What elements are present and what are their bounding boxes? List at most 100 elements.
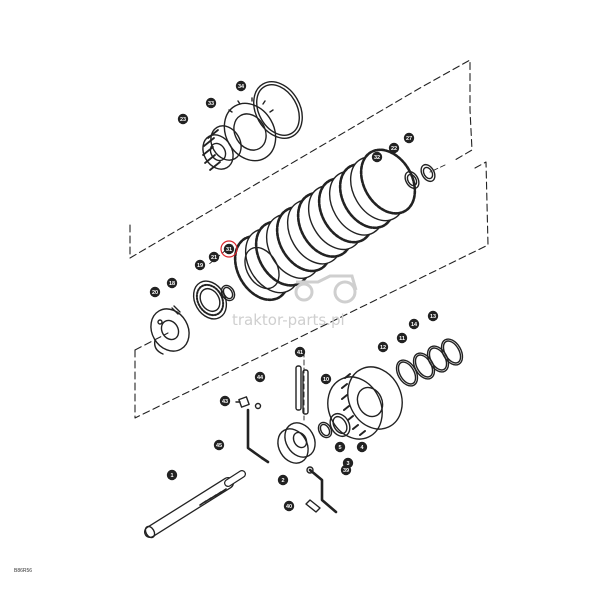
end-plate-33: [223, 97, 277, 162]
callout-2: 2: [277, 474, 289, 486]
callout-number: 10: [323, 377, 329, 383]
callout-badge: [334, 441, 346, 453]
callout-badge: [356, 441, 368, 453]
callout-10: 10: [320, 373, 332, 385]
seal-ring-21: [220, 284, 236, 302]
callout-badge: [408, 318, 420, 330]
pipe-45: [246, 408, 270, 464]
seal-ring-22: [404, 170, 420, 190]
carrier-plate-20: [150, 308, 190, 355]
callout-22: 22: [388, 142, 400, 154]
callout-number: 5: [338, 445, 341, 451]
seal-ring-5: [317, 421, 333, 439]
callout-number: 33: [208, 101, 214, 107]
callout-44: 44: [254, 371, 266, 383]
callout-badge: [166, 277, 178, 289]
o-ring-44: [254, 402, 262, 410]
callout-badge: [371, 151, 383, 163]
sleeve-2: [277, 422, 316, 464]
callout-badge: [283, 500, 295, 512]
callout-badge: [396, 332, 408, 344]
callout-number: 22: [391, 146, 397, 152]
callout-4: 4: [356, 441, 368, 453]
callout-badge: [340, 464, 352, 476]
callout-number: 27: [406, 136, 412, 142]
callout-number: 34: [238, 84, 245, 90]
callout-badge: [166, 469, 178, 481]
callout-number: 4: [360, 445, 364, 451]
callout-40: 40: [283, 500, 295, 512]
callout-badge: [277, 474, 289, 486]
callout-13: 13: [427, 310, 439, 322]
main-shaft-1: [144, 470, 246, 539]
callout-number: 3: [346, 461, 349, 467]
callout-34: 34: [235, 80, 247, 92]
callout-badge: [320, 373, 332, 385]
callout-43: 43: [219, 395, 231, 407]
callout-21: 21: [208, 251, 220, 263]
callout-5: 5: [334, 441, 346, 453]
callout-45: 45: [213, 439, 225, 451]
callout-18: 18: [166, 277, 178, 289]
callout-19: 19: [194, 259, 206, 271]
highlight-ring: [220, 240, 238, 258]
seal-ring-27: [420, 163, 436, 183]
callout-number: 23: [180, 117, 186, 123]
callout-layer: 3433233222273121192018131411124110444353…: [149, 80, 439, 512]
callout-number: 31: [226, 247, 232, 253]
callout-badge: [403, 132, 415, 144]
callout-number: 32: [374, 155, 380, 161]
callout-number: 20: [152, 290, 158, 296]
callout-11: 11: [396, 332, 408, 344]
dowel-pins-41: [295, 365, 309, 415]
callout-badge: [254, 371, 266, 383]
callout-number: 14: [411, 322, 418, 328]
callout-badge: [194, 259, 206, 271]
callout-20: 20: [149, 286, 161, 298]
callout-badge: [427, 310, 439, 322]
pipe-39: [306, 466, 338, 514]
seal-ring-13: [440, 338, 464, 366]
callout-number: 41: [297, 350, 303, 356]
clutch-disc-pack-32: [233, 148, 417, 302]
clutch-disc-bore: [244, 246, 280, 290]
callout-number: 39: [343, 468, 349, 474]
clutch-drum-10: [327, 366, 403, 440]
callout-number: 12: [380, 345, 386, 351]
seal-ring-3: [329, 412, 351, 438]
callout-27: 27: [403, 132, 415, 144]
assembly-outline-bottom: [134, 161, 489, 419]
callout-23: 23: [177, 113, 189, 125]
callout-32: 32: [371, 151, 383, 163]
callout-12: 12: [377, 341, 389, 353]
callout-number: 45: [216, 443, 222, 449]
callout-badge: [219, 395, 231, 407]
callout-1: 1: [166, 469, 178, 481]
watermark: traktor-parts.pl: [232, 274, 358, 329]
callout-number: 13: [430, 314, 436, 320]
callout-number: 2: [281, 478, 284, 484]
callout-41: 41: [294, 346, 306, 358]
fitting-43: [235, 396, 250, 408]
callout-badge: [208, 251, 220, 263]
callout-badge: [205, 97, 217, 109]
callout-number: 18: [169, 281, 175, 287]
callout-number: 19: [197, 263, 203, 269]
callout-39: 39: [340, 464, 352, 476]
figure-code: B86R56: [14, 568, 32, 574]
callout-badge: [149, 286, 161, 298]
callout-number: 1: [170, 473, 173, 479]
callout-badge: [294, 346, 306, 358]
clutch-hub-23: [202, 125, 242, 171]
callout-number: 43: [222, 399, 228, 405]
callout-badge: [235, 80, 247, 92]
watermark-text: traktor-parts.pl: [232, 311, 345, 329]
snap-ring-34: [253, 81, 303, 139]
callout-31: 31: [220, 240, 238, 258]
callout-number: 21: [211, 255, 217, 261]
callout-badge: [377, 341, 389, 353]
callout-badge: [388, 142, 400, 154]
callout-number: 11: [399, 336, 405, 342]
